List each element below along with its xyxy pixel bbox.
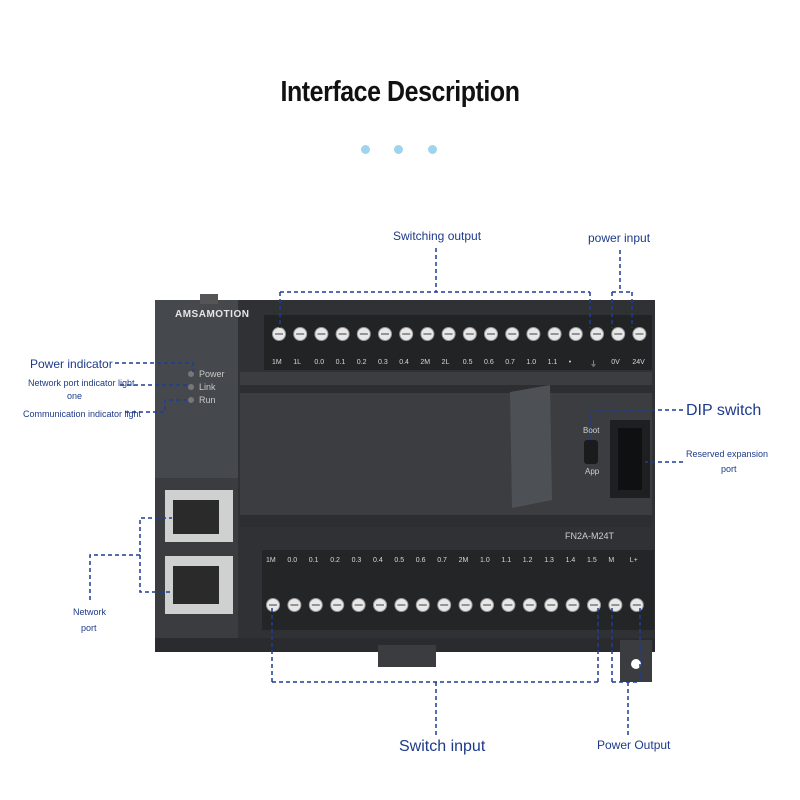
- label-switch-input: Switch input: [399, 738, 486, 755]
- din-clip: [378, 645, 436, 667]
- label-communication-indicator: Communication indicator light: [23, 409, 142, 419]
- terminal-label: M: [608, 557, 615, 564]
- terminal-label: 0.4: [373, 557, 383, 564]
- terminal-label: 0.4: [399, 359, 409, 366]
- label-network-port-2: port: [81, 623, 97, 633]
- led-panel: [155, 300, 238, 478]
- dip-label-boot: Boot: [583, 426, 600, 435]
- terminal-label: 1.2: [522, 557, 533, 564]
- led-label-power: Power: [199, 369, 225, 379]
- terminal-label: 0.6: [484, 359, 494, 366]
- terminal-label: 1M: [266, 557, 276, 564]
- bottom-terminal-block: [262, 550, 654, 630]
- led-run: [188, 397, 194, 403]
- terminal-label: 0.2: [330, 557, 340, 564]
- label-network-indicator: Network port indicator light: [28, 378, 135, 388]
- terminal-label: 0.0: [314, 359, 325, 366]
- leader-lines: [89, 248, 683, 735]
- terminal-label: 1L: [293, 359, 301, 366]
- dot: [361, 145, 370, 154]
- terminal-label: 1.1: [547, 359, 558, 366]
- terminal-label: 2M: [420, 359, 431, 366]
- page-title: Interface Description: [280, 76, 520, 108]
- terminal-label: 0.3: [351, 557, 362, 564]
- terminal-label: 1.5: [587, 557, 597, 564]
- terminal-label: •: [568, 359, 572, 366]
- terminal-label: 0.1: [335, 359, 346, 366]
- cover-door: [510, 385, 552, 508]
- dip-label-app: App: [585, 467, 600, 476]
- terminal-label: 0.0: [287, 557, 298, 564]
- terminal-label: 1M: [272, 359, 282, 366]
- dot: [428, 145, 437, 154]
- dot: [394, 145, 403, 154]
- label-power-output: Power Output: [597, 738, 671, 752]
- terminal-label: 0V: [611, 359, 620, 366]
- terminal-label: ⏚: [590, 361, 597, 368]
- terminal-label: 0.2: [356, 359, 367, 366]
- terminal-label: 1.0: [480, 557, 490, 564]
- terminal-label: 1.3: [544, 557, 554, 564]
- terminal-label: 24V: [632, 359, 645, 366]
- label-expansion-port-2: port: [721, 464, 737, 474]
- led-label-run: Run: [199, 395, 216, 405]
- top-terminal-block: [264, 315, 652, 370]
- model-label: FN2A-M24T: [565, 531, 615, 541]
- terminal-label: 0.5: [394, 557, 405, 564]
- terminal-label: 0.7: [437, 557, 447, 564]
- led-power: [188, 371, 194, 377]
- terminal-label: 0.1: [308, 557, 319, 564]
- led-link: [188, 384, 194, 390]
- label-dip-switch: DIP switch: [686, 402, 762, 419]
- middle-cover: [240, 372, 652, 527]
- label-power-input: power input: [588, 231, 651, 245]
- label-network-port: Network: [73, 607, 107, 617]
- terminal-label: 1.4: [565, 557, 576, 564]
- terminal-label: 1.0: [526, 359, 537, 366]
- terminal-label: 2L: [441, 359, 450, 366]
- terminal-label: 1.1: [501, 557, 512, 564]
- brand-logo: AMSAMOTION: [175, 309, 250, 320]
- terminal-label: L+: [629, 557, 638, 564]
- label-power-indicator: Power indicator: [30, 357, 113, 371]
- terminal-label: 0.7: [505, 359, 515, 366]
- terminal-label: 0.3: [378, 359, 388, 366]
- terminal-label: 0.6: [415, 557, 426, 564]
- terminal-label: 0.5: [462, 359, 473, 366]
- decorative-dots: [356, 145, 446, 157]
- top-clip: [200, 294, 218, 304]
- label-network-indicator-2: one: [67, 391, 83, 401]
- dip-switch: [584, 440, 598, 464]
- label-switching-output: Switching output: [393, 229, 482, 243]
- terminal-label: 2M: [458, 557, 469, 564]
- led-label-link: Link: [199, 382, 216, 392]
- label-expansion-port: Reserved expansion: [686, 449, 769, 459]
